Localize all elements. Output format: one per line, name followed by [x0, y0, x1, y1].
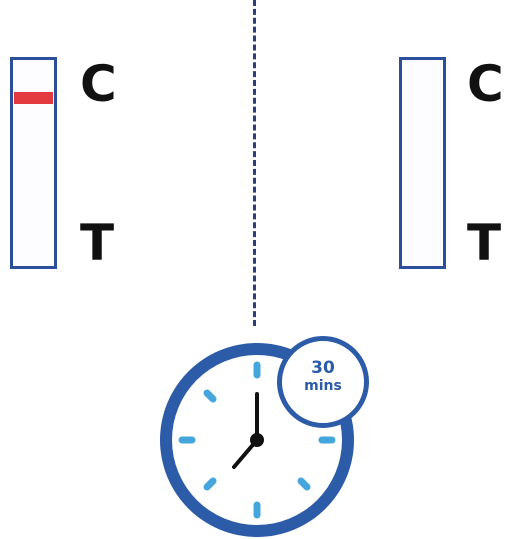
test-strip-right	[399, 57, 446, 269]
timer-value: 30	[311, 358, 335, 378]
test-label-right: T	[467, 214, 502, 272]
test-strip-left	[10, 57, 57, 269]
control-line	[14, 92, 53, 104]
control-label-right: C	[467, 55, 504, 113]
test-label-left: T	[80, 214, 115, 272]
clock-ticks	[178, 361, 336, 519]
control-label-left: C	[80, 55, 117, 113]
clock-center	[250, 433, 264, 447]
timer-unit: mins	[304, 378, 342, 394]
timer-badge: 30 mins	[277, 336, 369, 428]
divider-line	[253, 0, 256, 326]
